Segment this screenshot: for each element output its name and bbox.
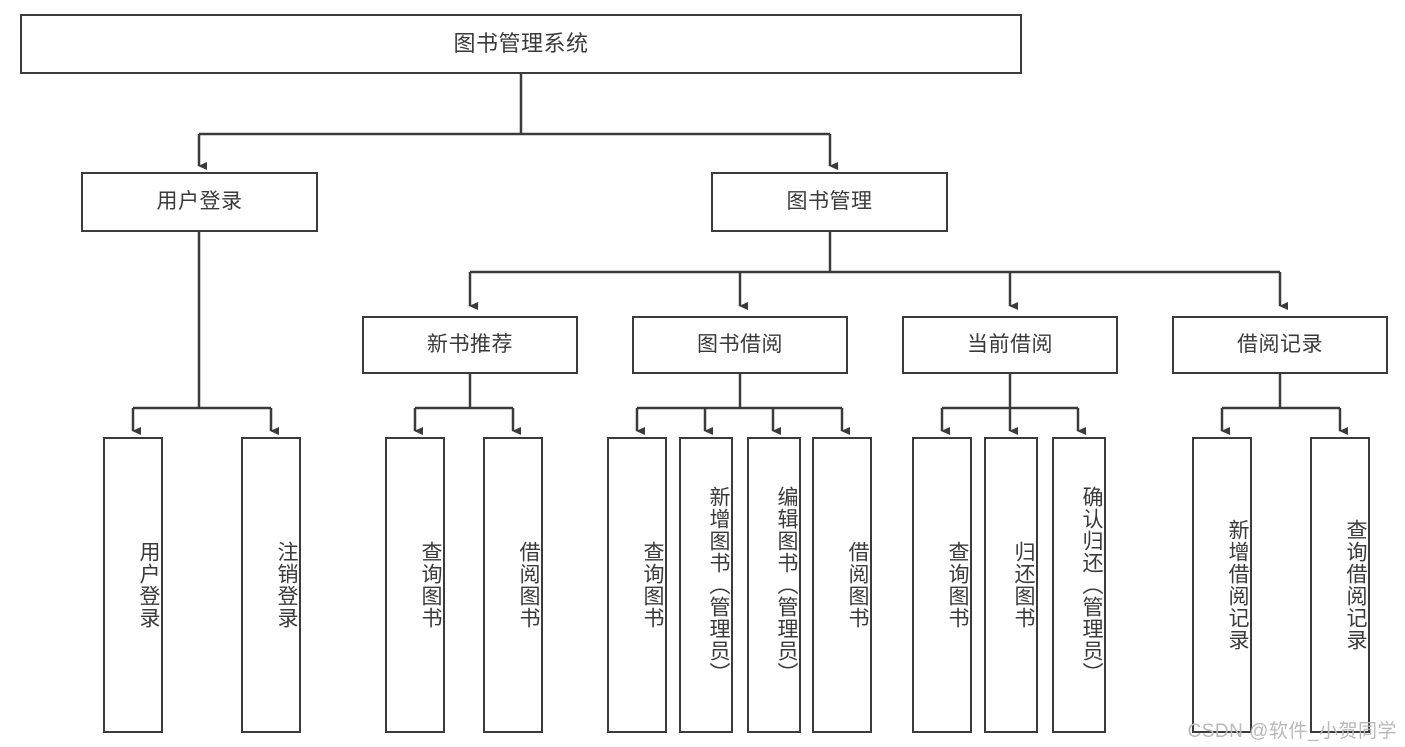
node-label: 新书推荐	[427, 333, 513, 357]
node-label: 确认归还（管理员）	[1080, 486, 1103, 684]
node-current-borrow[interactable]: 当前借阅	[902, 316, 1118, 374]
leaf-borrow-record-add[interactable]: 新增借阅记录	[1192, 437, 1252, 733]
node-label: 查询图书	[419, 541, 442, 629]
node-user-login[interactable]: 用户登录	[81, 172, 318, 232]
leaf-book-borrow-query[interactable]: 查询图书	[607, 437, 667, 733]
leaf-borrow-record-query[interactable]: 查询借阅记录	[1310, 437, 1370, 733]
watermark-text: CSDN @软件_小贺同学	[1187, 721, 1397, 742]
node-label: 编辑图书（管理员）	[775, 486, 798, 684]
node-label: 借阅图书	[846, 541, 869, 629]
leaf-new-book-query[interactable]: 查询图书	[385, 437, 445, 733]
node-label: 借阅图书	[517, 541, 540, 629]
node-label: 图书管理	[786, 190, 873, 214]
leaf-new-book-borrow[interactable]: 借阅图书	[483, 437, 543, 733]
node-label: 注销登录	[275, 541, 298, 629]
node-label: 新增图书（管理员）	[707, 486, 730, 684]
node-label: 借阅记录	[1237, 333, 1323, 357]
leaf-book-borrow-edit[interactable]: 编辑图书（管理员）	[747, 437, 801, 733]
node-root-system[interactable]: 图书管理系统	[20, 14, 1022, 74]
node-book-management[interactable]: 图书管理	[711, 172, 948, 232]
node-new-book-recommend[interactable]: 新书推荐	[362, 316, 578, 374]
node-label: 查询图书	[641, 541, 664, 629]
node-borrow-record[interactable]: 借阅记录	[1172, 316, 1388, 374]
leaf-current-borrow-return[interactable]: 归还图书	[984, 437, 1038, 733]
node-label: 用户登录	[137, 541, 160, 629]
leaf-current-borrow-confirm[interactable]: 确认归还（管理员）	[1052, 437, 1106, 733]
leaf-user-login-login[interactable]: 用户登录	[103, 437, 163, 733]
node-label: 查询图书	[946, 541, 969, 629]
node-label: 图书管理系统	[453, 30, 589, 56]
leaf-current-borrow-query[interactable]: 查询图书	[912, 437, 972, 733]
leaf-book-borrow-add[interactable]: 新增图书（管理员）	[679, 437, 733, 733]
node-label: 图书借阅	[697, 333, 783, 357]
node-book-borrow[interactable]: 图书借阅	[632, 316, 848, 374]
leaf-book-borrow-borrow[interactable]: 借阅图书	[812, 437, 872, 733]
node-label: 新增借阅记录	[1226, 519, 1249, 651]
node-label: 归还图书	[1012, 541, 1035, 629]
node-label: 查询借阅记录	[1344, 519, 1367, 651]
node-label: 用户登录	[156, 190, 243, 214]
node-label: 当前借阅	[967, 333, 1053, 357]
leaf-user-login-logout[interactable]: 注销登录	[241, 437, 301, 733]
